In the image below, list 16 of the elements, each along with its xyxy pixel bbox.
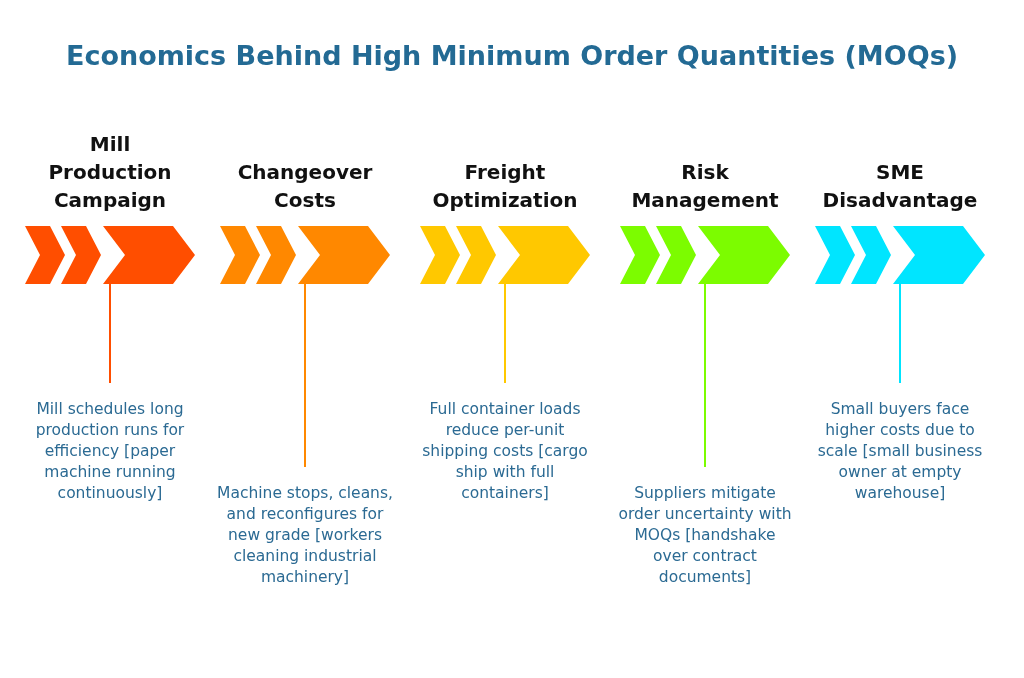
title: Economics Behind High Minimum Order Quantities (MOQs) xyxy=(64,40,960,71)
leader-line xyxy=(899,283,901,384)
step-heading: Risk Management xyxy=(630,159,780,214)
step-description: Mill schedules long production runs for efficiency [paper machine running continuously] xyxy=(20,383,200,504)
step-description: Small buyers face higher costs due to scale [small business owner at empty warehouse] xyxy=(810,383,990,504)
leader-line xyxy=(504,283,506,384)
step-heading: SME Disadvantage xyxy=(821,159,979,214)
step-description: Full container loads reduce per-unit shipping costs [cargo ship with full containers] xyxy=(415,383,595,504)
leader-line xyxy=(304,283,306,468)
step-heading: Freight Optimization xyxy=(431,159,579,214)
leader-line xyxy=(704,283,706,468)
step-heading: Changeover Costs xyxy=(236,159,374,214)
step-description: Machine stops, cleans, and reconfigures for new grade [workers cleaning industrial machinery] xyxy=(215,467,395,588)
step-heading: Mill Production Campaign xyxy=(47,131,173,214)
step-description: Suppliers mitigate order uncertainty with MOQs [handshake over contract documents] xyxy=(615,467,795,588)
leader-line xyxy=(109,283,111,384)
